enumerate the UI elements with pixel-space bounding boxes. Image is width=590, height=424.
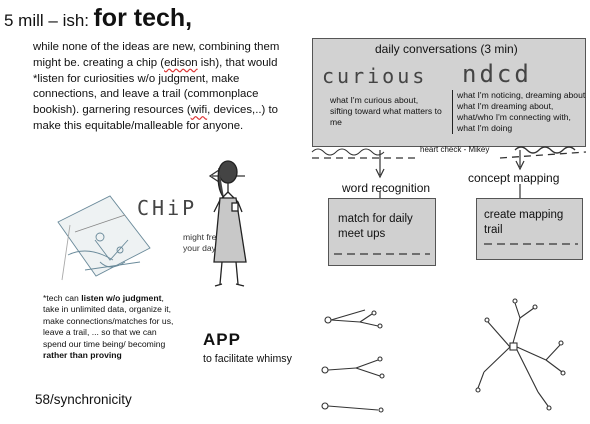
network-sketch-left-bottom	[321, 402, 384, 413]
nd-line: what I'm dreaming about,	[452, 101, 590, 112]
word-recognition-label: word recognition	[342, 181, 431, 195]
network-sketch-left-top	[324, 309, 383, 329]
tech-note-text-1: *tech can	[43, 293, 82, 303]
title-prefix: 5 mill – ish:	[4, 11, 90, 30]
chip-word: CHiP	[137, 196, 198, 220]
title-suffix: ,	[185, 4, 193, 32]
mapping-box-text: create mapping trail	[484, 209, 564, 236]
curious-description: what I'm curious about, sifting toward w…	[330, 95, 442, 127]
intro-text-1: while none of the ideas are new, combini…	[33, 41, 280, 69]
app-caption: to facilitate whimsy	[203, 353, 292, 365]
concept-mapping-label: concept mapping	[468, 171, 560, 185]
tech-note: *tech can listen w/o judgment, take in u…	[43, 293, 175, 361]
match-box-text: match for daily meet ups	[338, 213, 413, 240]
intro-text-2: ish), that would *listen for curiosities…	[33, 56, 278, 117]
tech-note-text-2: , take in unlimited data, organize it, m…	[43, 293, 174, 349]
curious-word: curious	[322, 64, 428, 88]
nd-line: what I'm noticing, dreaming about	[452, 90, 590, 101]
box-dashes	[334, 243, 578, 255]
panel-arrows	[375, 150, 525, 198]
heart-check-label: heart check - Mikey	[420, 145, 490, 154]
nd-line: what/who I'm connecting with,	[452, 112, 590, 123]
nd-line: what I'm doing	[452, 123, 590, 134]
person-figure	[213, 160, 247, 287]
nd-description: what I'm noticing, dreaming about what I…	[452, 90, 590, 134]
heart-check-line	[311, 146, 587, 159]
synchronicity-label: 58/synchronicity	[35, 392, 132, 407]
page-title: 5 mill – ish: for tech,	[4, 4, 192, 33]
tech-note-bold-2: rather than proving	[43, 350, 122, 361]
network-sketch-right	[475, 298, 566, 411]
intro-edison: edison	[164, 56, 198, 69]
might-free-up-text: might free up your day	[183, 232, 234, 253]
tech-note-bold-1: listen w/o judgment	[81, 293, 162, 303]
intro-text-3: , devices,..) to make this equitable/mal…	[33, 104, 279, 132]
chip-sketch	[57, 195, 151, 281]
match-box	[328, 198, 436, 266]
nd-word: ndcd	[462, 60, 532, 88]
daily-conversations-panel	[312, 38, 586, 147]
mapping-box	[476, 198, 583, 260]
intro-wifi: wifi	[190, 104, 208, 117]
intro-paragraph: while none of the ideas are new, combini…	[33, 40, 285, 135]
title-emphasis: for tech	[93, 4, 186, 32]
network-sketch-left-mid	[321, 356, 385, 379]
app-label: APP	[203, 330, 241, 349]
daily-conversations-title: daily conversations (3 min)	[375, 42, 518, 56]
